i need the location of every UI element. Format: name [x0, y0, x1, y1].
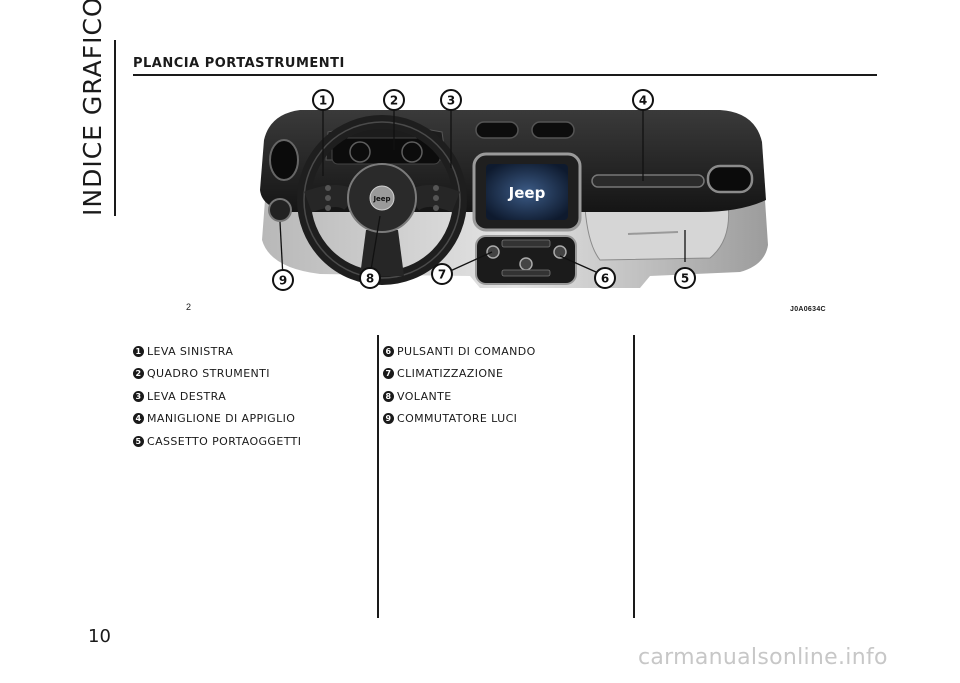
- dashboard-figure: Jeep Jeep: [260, 89, 768, 291]
- callout-6-label: 6: [601, 272, 609, 286]
- legend-number-badge: 9: [383, 413, 394, 425]
- light-switch: [268, 198, 292, 222]
- legend-column-right: 6 PULSANTI DI COMANDO 7 CLIMATIZZAZIONE …: [383, 340, 623, 430]
- figure-number: 2: [186, 302, 192, 312]
- title-rule: [133, 74, 877, 76]
- watermark: carmanualsonline.info: [638, 645, 888, 670]
- section-tab-label: INDICE GRAFICO: [78, 0, 107, 216]
- legend-number-badge: 5: [133, 435, 144, 447]
- callout-2: [383, 89, 405, 111]
- legend-label: VOLANTE: [397, 389, 452, 403]
- legend-item: 4 MANIGLIONE DI APPIGLIO: [133, 408, 373, 431]
- callout-8-label: 8: [366, 272, 374, 286]
- callout-5: [674, 267, 696, 289]
- section-tab: INDICE GRAFICO: [70, 0, 118, 230]
- legend-label: PULSANTI DI COMANDO: [397, 344, 536, 358]
- left-vent: [269, 139, 299, 181]
- callout-7: [431, 263, 453, 285]
- legend-number-badge: 1: [133, 345, 144, 357]
- callout-3: [440, 89, 462, 111]
- callout-4-label: 4: [639, 94, 647, 108]
- callout-8: [359, 267, 381, 289]
- callout-3-label: 3: [447, 94, 455, 108]
- legend-number-badge: 6: [383, 345, 394, 357]
- column-divider: [633, 335, 635, 618]
- legend-label: LEVA SINISTRA: [147, 344, 234, 358]
- legend-number-badge: 4: [133, 413, 144, 425]
- legend-item: 1 LEVA SINISTRA: [133, 340, 373, 363]
- legend-item: 8 VOLANTE: [383, 385, 623, 408]
- callout-5-label: 5: [681, 272, 689, 286]
- legend-item: 3 LEVA DESTRA: [133, 385, 373, 408]
- page-title: PLANCIA PORTASTRUMENTI: [133, 56, 345, 71]
- callout-4: [632, 89, 654, 111]
- screen-brand: Jeep: [508, 184, 546, 202]
- legend-item: 5 CASSETTO PORTAOGGETTI: [133, 430, 373, 453]
- legend-item: 9 COMMUTATORE LUCI: [383, 408, 623, 431]
- callout-9: [272, 269, 294, 291]
- climate-knob-left: [486, 245, 500, 259]
- center-vent-left: [475, 121, 519, 139]
- section-tab-rule: [114, 40, 116, 216]
- callout-9-label: 9: [279, 274, 287, 288]
- figure-code: J0A0634C: [790, 306, 826, 313]
- legend-column-left: 1 LEVA SINISTRA 2 QUADRO STRUMENTI 3 LEV…: [133, 340, 373, 453]
- touch-screen: [486, 164, 568, 220]
- column-divider: [377, 335, 379, 618]
- legend-number-badge: 3: [133, 390, 144, 402]
- grab-handle: [591, 174, 705, 188]
- right-vent: [706, 164, 754, 194]
- legend-number-badge: 8: [383, 390, 394, 402]
- legend-number-badge: 7: [383, 368, 394, 380]
- climate-knob-right: [553, 245, 567, 259]
- callout-1-label: 1: [319, 94, 327, 108]
- legend-item: 6 PULSANTI DI COMANDO: [383, 340, 623, 363]
- center-vent-right: [531, 121, 575, 139]
- callout-2-label: 2: [390, 94, 398, 108]
- legend-label: CLIMATIZZAZIONE: [397, 367, 504, 381]
- legend-label: LEVA DESTRA: [147, 389, 227, 403]
- legend-label: QUADRO STRUMENTI: [147, 367, 270, 381]
- legend-item: 7 CLIMATIZZAZIONE: [383, 363, 623, 386]
- legend-label: COMMUTATORE LUCI: [397, 412, 518, 426]
- callout-6: [594, 267, 616, 289]
- page-number: 10: [88, 626, 111, 647]
- callout-1: [312, 89, 334, 111]
- wheel-badge: Jeep: [372, 195, 390, 203]
- legend-item: 2 QUADRO STRUMENTI: [133, 363, 373, 386]
- legend-number-badge: 2: [133, 368, 144, 380]
- callout-7-label: 7: [438, 268, 446, 282]
- legend-label: MANIGLIONE DI APPIGLIO: [147, 412, 296, 426]
- climate-knob-center: [519, 257, 533, 271]
- legend-label: CASSETTO PORTAOGGETTI: [147, 434, 302, 448]
